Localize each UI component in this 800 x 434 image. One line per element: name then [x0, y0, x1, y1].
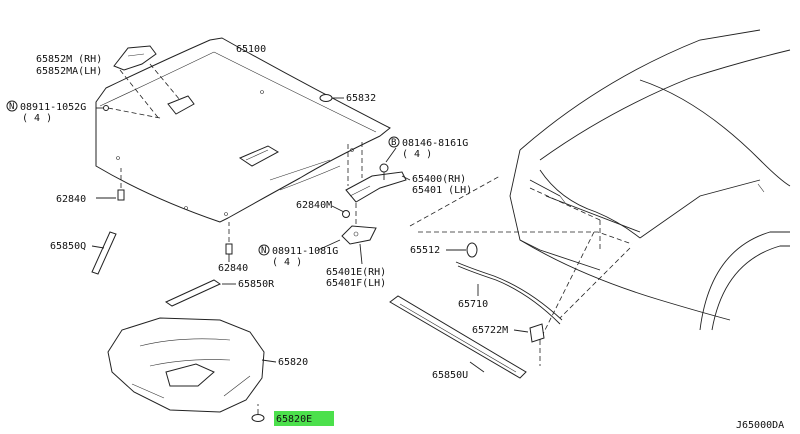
marker-n-08911-1081g: N	[258, 244, 270, 256]
label-08911-1052g: 08911-1052G	[20, 102, 86, 113]
label-65512: 65512	[410, 245, 440, 256]
label-65852ma: 65852MA(LH)	[36, 66, 102, 77]
hood-hinge-65400	[345, 142, 411, 203]
marker-letter: N	[9, 102, 14, 112]
seal-65850q	[91, 231, 117, 275]
grommet-65512	[446, 242, 478, 258]
label-65400: 65400(RH)	[412, 174, 466, 185]
hood-stopper-62840-left	[96, 168, 125, 201]
label-08911-1052g-qty: ( 4 )	[22, 113, 52, 124]
nut-08911-1052g	[96, 105, 161, 119]
label-65820: 65820	[278, 357, 308, 368]
marker-n-08911-1052g: N	[6, 100, 18, 112]
label-08911-1081g: 08911-1081G	[272, 246, 338, 257]
hood-stopper-62840-bottom	[225, 222, 233, 262]
label-65401e: 65401E(RH)	[326, 267, 386, 278]
label-65850q: 65850Q	[50, 241, 86, 252]
label-62840-left: 62840	[56, 194, 86, 205]
label-65401: 65401 (LH)	[412, 185, 472, 196]
stopper-62840m	[331, 205, 350, 218]
label-65850u: 65850U	[432, 370, 468, 381]
label-65401f: 65401F(LH)	[326, 278, 386, 289]
hood-panel	[95, 37, 391, 223]
hood-bracket-65852m	[113, 45, 181, 121]
nut-08911-1081g	[317, 239, 341, 251]
hood-lock-control-65710	[455, 261, 563, 325]
label-65852m: 65852M (RH)	[36, 54, 102, 65]
assembly-guide-lines	[409, 175, 633, 366]
highlight-box-65820e	[274, 411, 334, 426]
label-65832: 65832	[346, 93, 376, 104]
seal-65850r	[164, 279, 236, 307]
label-62840-bottom: 62840	[218, 263, 248, 274]
hinge-bracket-65401e	[341, 202, 377, 265]
marker-b-08146: B	[388, 136, 400, 148]
marker-letter: N	[261, 246, 266, 256]
grommet-65832	[319, 94, 344, 102]
seal-65850u	[389, 295, 527, 379]
label-62840m: 62840M	[296, 200, 332, 211]
label-65710: 65710	[458, 299, 488, 310]
vehicle-body-outline	[509, 29, 791, 331]
engine-undercover-65820	[107, 317, 277, 413]
label-08911-1081g-qty: ( 4 )	[272, 257, 302, 268]
label-65850r: 65850R	[238, 279, 275, 290]
label-65820e: 65820E	[276, 414, 312, 425]
label-08146-8161g-qty: ( 4 )	[402, 149, 432, 160]
diagram-code: J65000DA	[736, 420, 784, 431]
label-08146-8161g: 08146-8161G	[402, 138, 468, 149]
label-65100: 65100	[236, 44, 266, 55]
marker-letter: B	[391, 138, 396, 148]
clip-65722m	[513, 323, 545, 343]
label-65722m: 65722M	[472, 325, 508, 336]
clip-65820e	[251, 404, 334, 426]
